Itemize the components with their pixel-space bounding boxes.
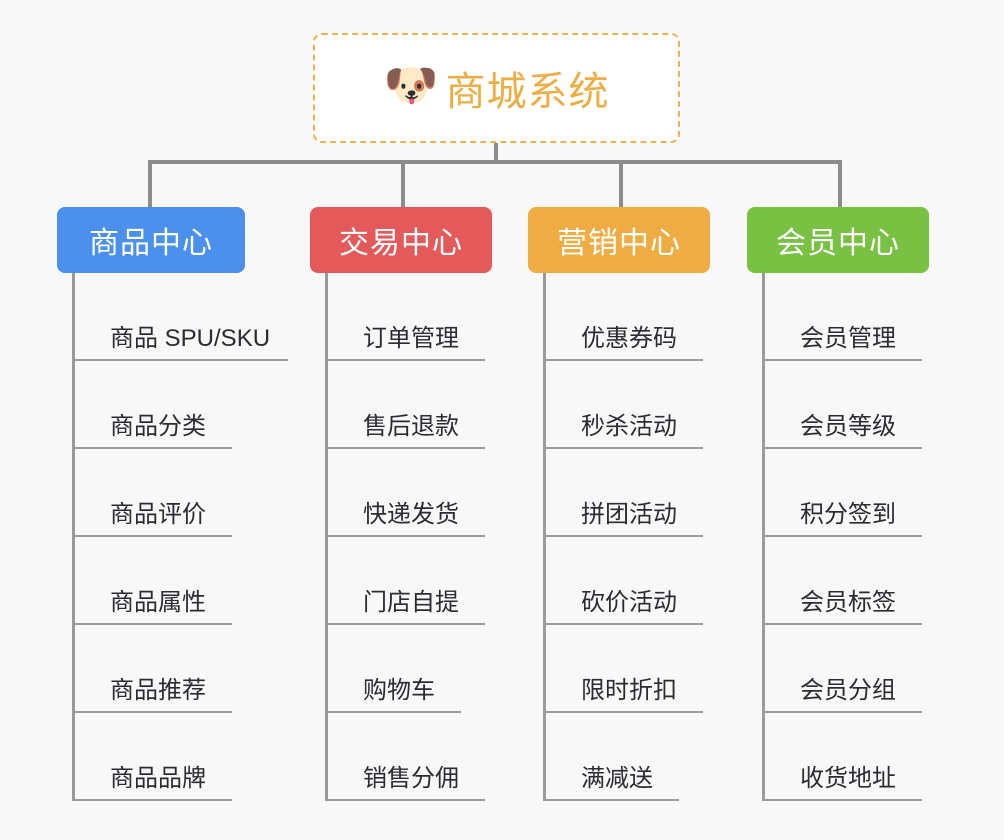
branch-3-leaf-item[interactable]: 会员等级: [762, 361, 922, 449]
branch-3-leaf-item[interactable]: 收货地址: [762, 713, 922, 801]
branch-1-leaf-item[interactable]: 门店自提: [325, 537, 485, 625]
root-node-label: 商城系统: [445, 70, 610, 114]
branch-3-leaf-label: 会员等级: [800, 413, 896, 441]
connector-drop-2: [619, 160, 623, 207]
branch-2-leaf-label: 砍价活动: [581, 589, 677, 617]
root-node[interactable]: 🐶 商城系统: [313, 33, 680, 143]
branch-3-leaf-column: 会员管理会员等级积分签到会员标签会员分组收货地址: [762, 273, 984, 801]
branch-0-node[interactable]: 商品中心: [57, 207, 245, 273]
branch-3-leaf-label: 会员管理: [800, 325, 896, 353]
branch-2-label: 营销中心: [557, 227, 681, 260]
branch-2-leaf-item[interactable]: 优惠券码: [543, 273, 703, 361]
branch-1-leaf-label: 销售分佣: [363, 765, 459, 793]
branch-0-leaf-item[interactable]: 商品推荐: [72, 625, 232, 713]
branch-2-leaf-item[interactable]: 限时折扣: [543, 625, 703, 713]
branch-0-leaf-label: 商品属性: [110, 589, 206, 617]
connector-drop-0: [148, 160, 152, 207]
branch-1-leaf-label: 门店自提: [363, 589, 459, 617]
branch-0-leaf-item[interactable]: 商品属性: [72, 537, 232, 625]
branch-2-leaf-label: 秒杀活动: [581, 413, 677, 441]
branch-2-spine: [543, 273, 546, 801]
branch-0-leaf-label: 商品品牌: [110, 765, 206, 793]
branch-3-leaf-item[interactable]: 会员标签: [762, 537, 922, 625]
branch-0-label: 商品中心: [89, 227, 213, 260]
branch-3-label: 会员中心: [776, 227, 900, 260]
branch-0-leaf-label: 商品推荐: [110, 677, 206, 705]
branch-3-leaf-label: 会员分组: [800, 677, 896, 705]
branch-0-leaf-label: 商品分类: [110, 413, 206, 441]
branch-1-leaf-label: 快递发货: [363, 501, 459, 529]
branch-1-leaf-item[interactable]: 销售分佣: [325, 713, 485, 801]
branch-1-leaf-item[interactable]: 订单管理: [325, 273, 485, 361]
branch-2-leaf-label: 拼团活动: [581, 501, 677, 529]
branch-0-leaf-item[interactable]: 商品 SPU/SKU: [72, 273, 288, 361]
branch-3-leaf-label: 积分签到: [800, 501, 896, 529]
branch-1-spine: [325, 273, 328, 801]
branch-3-leaf-label: 收货地址: [800, 765, 896, 793]
branch-3-leaf-item[interactable]: 积分签到: [762, 449, 922, 537]
branch-2-leaf-label: 限时折扣: [581, 677, 677, 705]
branch-3-spine: [762, 273, 765, 801]
branch-1-leaf-column: 订单管理售后退款快递发货门店自提购物车销售分佣: [325, 273, 547, 801]
branch-3-leaf-label: 会员标签: [800, 589, 896, 617]
branch-1-leaf-label: 购物车: [363, 677, 435, 705]
branch-1-label: 交易中心: [339, 227, 463, 260]
branch-3-leaf-item[interactable]: 会员分组: [762, 625, 922, 713]
connector-root-stem: [494, 143, 498, 164]
branch-2-leaf-item[interactable]: 砍价活动: [543, 537, 703, 625]
branch-2-node[interactable]: 营销中心: [528, 207, 710, 273]
branch-0-leaf-label: 商品 SPU/SKU: [110, 325, 271, 353]
branch-1-leaf-item[interactable]: 快递发货: [325, 449, 485, 537]
branch-2-leaf-column: 优惠券码秒杀活动拼团活动砍价活动限时折扣满减送: [543, 273, 765, 801]
connector-horizontal-bus: [150, 160, 838, 164]
branch-0-leaf-item[interactable]: 商品分类: [72, 361, 232, 449]
branch-3-node[interactable]: 会员中心: [747, 207, 929, 273]
branch-0-leaf-label: 商品评价: [110, 501, 206, 529]
branch-0-leaf-item[interactable]: 商品品牌: [72, 713, 232, 801]
connector-drop-1: [401, 160, 405, 207]
branch-2-leaf-item[interactable]: 满减送: [543, 713, 679, 801]
branch-1-leaf-item[interactable]: 售后退款: [325, 361, 485, 449]
branch-2-leaf-label: 优惠券码: [581, 325, 677, 353]
branch-1-node[interactable]: 交易中心: [310, 207, 492, 273]
branch-0-leaf-item[interactable]: 商品评价: [72, 449, 232, 537]
branch-0-leaf-column: 商品 SPU/SKU 商品分类商品评价商品属性商品推荐商品品牌: [72, 273, 300, 801]
shiba-dog-face-icon: 🐶: [383, 61, 439, 110]
branch-3-leaf-item[interactable]: 会员管理: [762, 273, 922, 361]
branch-2-leaf-item[interactable]: 拼团活动: [543, 449, 703, 537]
branch-1-leaf-label: 售后退款: [363, 413, 459, 441]
branch-0-spine: [72, 273, 75, 801]
connector-drop-3: [838, 160, 842, 207]
branch-1-leaf-label: 订单管理: [363, 325, 459, 353]
branch-1-leaf-item[interactable]: 购物车: [325, 625, 461, 713]
branch-2-leaf-item[interactable]: 秒杀活动: [543, 361, 703, 449]
branch-2-leaf-label: 满减送: [581, 765, 653, 793]
